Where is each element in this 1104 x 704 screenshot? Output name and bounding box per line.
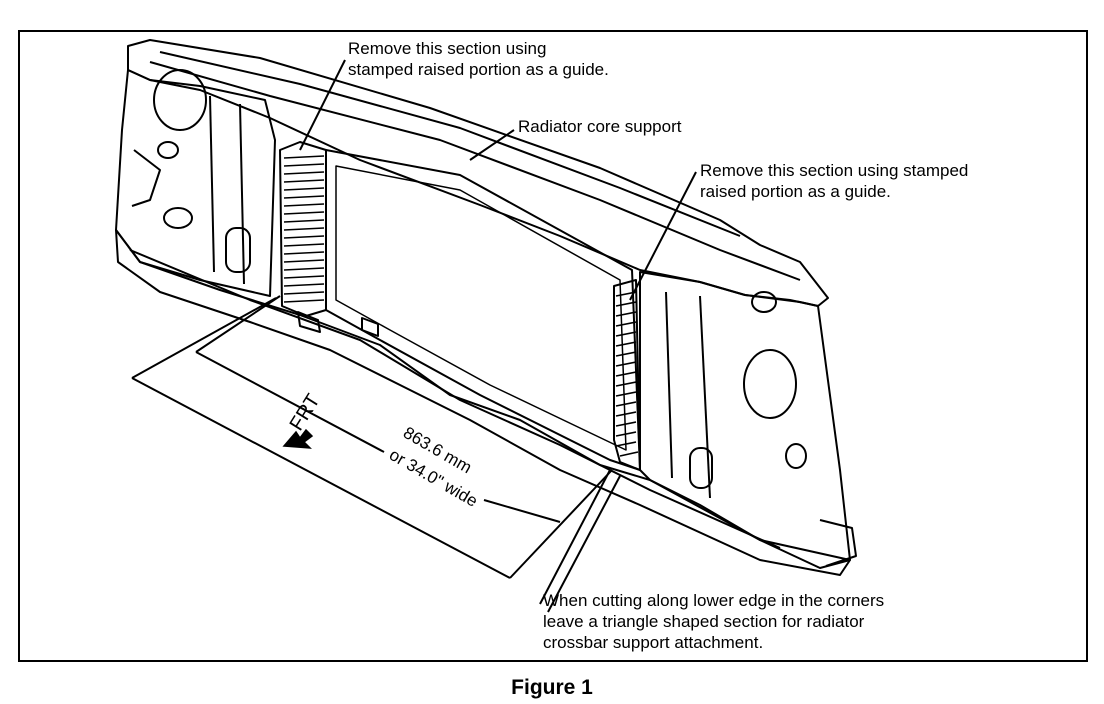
front-direction-arrow: FRT (282, 390, 325, 449)
front-label: FRT (286, 390, 325, 434)
callout-lower-edge: When cutting along lower edge in the cor… (543, 590, 884, 653)
leader-right-section (629, 171, 697, 301)
callout-lower-line-1: When cutting along lower edge in the cor… (543, 591, 885, 610)
figure-frame (18, 30, 1088, 662)
leader-left-section (299, 59, 346, 151)
callout-lower-line-2: leave a triangle shaped section for radi… (543, 612, 865, 631)
callout-core-support: Radiator core support (518, 117, 682, 136)
cut-section-hatching (283, 155, 639, 457)
radiator-opening (325, 149, 641, 471)
callout-right-section: Remove this section using stamped raised… (700, 160, 968, 202)
leader-lower-edge-2 (547, 475, 621, 613)
right-cut-section (613, 279, 641, 471)
leader-lower-edge-1 (539, 469, 611, 605)
right-upright (639, 271, 851, 569)
callout-left-line-1: Remove this section using (348, 39, 547, 58)
callout-left-section: Remove this section using stamped raised… (348, 38, 609, 80)
figure-caption: Figure 1 (511, 676, 593, 699)
callout-left-line-2: stamped raised portion as a guide. (348, 60, 609, 79)
callout-lower-line-3: crossbar support attachment. (543, 633, 764, 652)
callout-right-line-1: Remove this section using stamped (700, 161, 969, 180)
left-upright (115, 69, 276, 297)
lower-crossbar (115, 229, 851, 576)
leader-lower-left (195, 295, 281, 353)
leader-core-support (469, 129, 515, 161)
width-dimension (131, 297, 613, 579)
callout-right-line-2: raised portion as a guide. (700, 182, 891, 201)
